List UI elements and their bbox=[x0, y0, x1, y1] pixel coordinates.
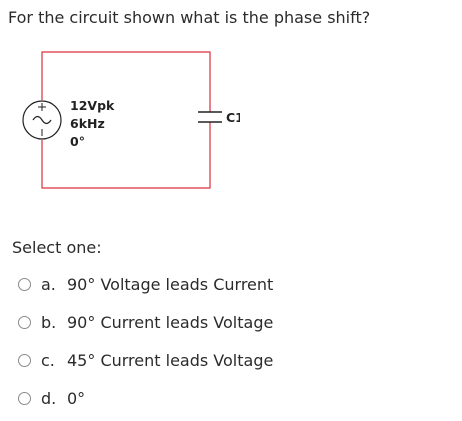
option-a[interactable]: a. 90° Voltage leads Current bbox=[18, 265, 273, 303]
option-letter: b. bbox=[41, 312, 57, 332]
circuit-diagram: 12Vpk 6kHz 0° C1 bbox=[22, 51, 240, 189]
question-text: For the circuit shown what is the phase … bbox=[8, 8, 371, 27]
ac-source-icon bbox=[22, 100, 62, 140]
option-b[interactable]: b. 90° Current leads Voltage bbox=[18, 303, 273, 341]
radio-button-d[interactable] bbox=[18, 391, 31, 405]
radio-button-a[interactable] bbox=[18, 277, 31, 291]
option-text[interactable]: 0° bbox=[67, 388, 86, 408]
capacitor-icon bbox=[198, 111, 222, 123]
source-amplitude-label: 12Vpk bbox=[70, 98, 115, 113]
option-text[interactable]: 90° Current leads Voltage bbox=[67, 312, 274, 332]
radio-button-b[interactable] bbox=[18, 315, 31, 329]
source-phase-label: 0° bbox=[70, 134, 85, 149]
circuit-wires bbox=[41, 51, 211, 189]
option-letter: c. bbox=[41, 350, 55, 370]
option-letter: a. bbox=[41, 274, 56, 294]
option-c[interactable]: c. 45° Current leads Voltage bbox=[18, 341, 273, 379]
select-one-label: Select one: bbox=[12, 238, 102, 257]
answer-options: a. 90° Voltage leads Current b. 90° Curr… bbox=[18, 265, 273, 417]
option-text[interactable]: 45° Current leads Voltage bbox=[67, 350, 274, 370]
capacitor-label: C1 bbox=[226, 110, 240, 125]
radio-button-c[interactable] bbox=[18, 353, 31, 367]
option-d[interactable]: d. 0° bbox=[18, 379, 273, 417]
option-letter: d. bbox=[41, 388, 57, 408]
source-frequency-label: 6kHz bbox=[70, 116, 105, 131]
option-text[interactable]: 90° Voltage leads Current bbox=[67, 274, 274, 294]
